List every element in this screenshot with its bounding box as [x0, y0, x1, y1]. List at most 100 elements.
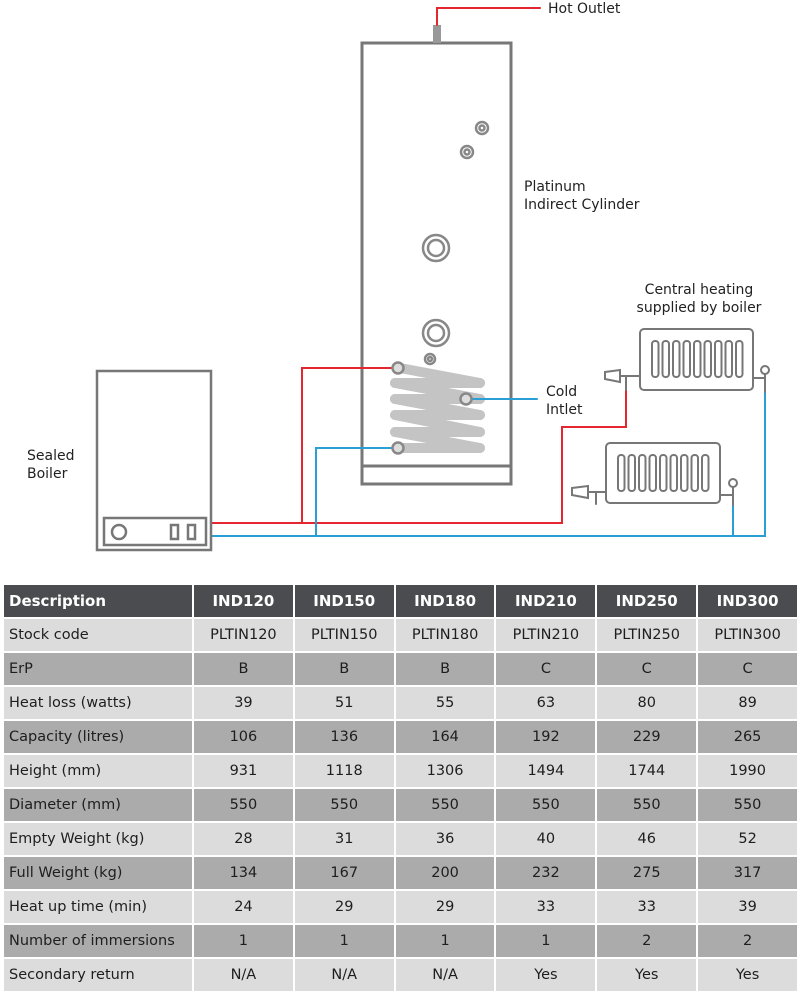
heating-coil	[390, 363, 485, 453]
row-label: ErP	[2, 651, 194, 687]
plumbing-diagram	[95, 7, 770, 552]
radiator-fin	[714, 340, 723, 378]
row-label: Diameter (mm)	[2, 787, 194, 823]
table-cell: 36	[393, 821, 497, 857]
table-cell: 164	[393, 719, 497, 755]
radiator-fin	[651, 340, 660, 378]
table-cell: 39	[192, 685, 295, 721]
radiator-upper	[604, 328, 770, 393]
table-cell: 229	[595, 719, 699, 755]
table-cell: B	[393, 651, 497, 687]
column-header: IND210	[494, 583, 598, 619]
table-cell: 33	[595, 889, 699, 925]
table-cell: 31	[292, 821, 396, 857]
row-label: Heat loss (watts)	[2, 685, 194, 721]
radiator-fin	[638, 454, 647, 492]
column-header: IND120	[192, 583, 295, 619]
cylinder-label-line2: Indirect Cylinder	[524, 197, 640, 213]
row-label: Empty Weight (kg)	[2, 821, 194, 857]
table-cell: 550	[595, 787, 699, 823]
row-label: Number of immersions	[2, 923, 194, 959]
table-cell: N/A	[393, 957, 497, 993]
table-cell: PLTIN150	[292, 617, 396, 653]
cold-pipes	[210, 391, 766, 537]
table-cell: 1744	[595, 753, 699, 789]
table-cell: 265	[696, 719, 799, 755]
table-cell: 51	[292, 685, 396, 721]
cylinder	[360, 25, 513, 486]
column-header: Description	[2, 583, 194, 619]
hot-pipes	[210, 7, 627, 524]
table-cell: PLTIN250	[595, 617, 699, 653]
table-cell: 33	[494, 889, 598, 925]
hot-outlet-label: Hot Outlet	[548, 1, 621, 17]
radiator-fin	[680, 454, 689, 492]
table-cell: 1118	[292, 753, 396, 789]
table-cell: 317	[696, 855, 799, 891]
table-cell: 28	[192, 821, 295, 857]
table-cell: 1306	[393, 753, 497, 789]
boiler-label-line2: Boiler	[27, 466, 68, 482]
table-cell: 200	[393, 855, 497, 891]
radiator-fin	[735, 340, 744, 378]
radiator-fin	[701, 454, 710, 492]
table-cell: 2	[696, 923, 799, 959]
central-heating-label: Central heating supplied by boiler	[624, 281, 774, 317]
table-cell: 550	[494, 787, 598, 823]
cold-inlet-label: Cold Intlet	[546, 383, 582, 419]
table-cell: PLTIN300	[696, 617, 799, 653]
table-cell: 80	[595, 685, 699, 721]
table-cell: 1	[292, 923, 396, 959]
column-header: IND180	[393, 583, 497, 619]
radiator-fin	[648, 454, 657, 492]
column-header: IND250	[595, 583, 699, 619]
table-cell: 89	[696, 685, 799, 721]
table-cell: 2	[595, 923, 699, 959]
table-cell: 550	[696, 787, 799, 823]
row-label: Full Weight (kg)	[2, 855, 194, 891]
table-cell: C	[595, 651, 699, 687]
radiator-fin	[682, 340, 691, 378]
table-cell: 29	[292, 889, 396, 925]
table-cell: 1	[494, 923, 598, 959]
row-label: Height (mm)	[2, 753, 194, 789]
radiator-fin	[669, 454, 678, 492]
table-cell: N/A	[292, 957, 396, 993]
radiator-fin	[693, 340, 702, 378]
table-cell: 167	[292, 855, 396, 891]
column-header: IND300	[696, 583, 799, 619]
row-label: Secondary return	[2, 957, 194, 993]
radiator-lower	[571, 442, 738, 506]
table-cell: PLTIN120	[192, 617, 295, 653]
table-cell: C	[494, 651, 598, 687]
table-cell: 39	[696, 889, 799, 925]
table-cell: Yes	[494, 957, 598, 993]
table-cell: B	[192, 651, 295, 687]
cylinder-label: Platinum Indirect Cylinder	[524, 178, 639, 214]
radiator-fin	[661, 340, 670, 378]
cold-inlet-line1: Cold	[546, 384, 578, 400]
radiator-fin	[627, 454, 636, 492]
table-cell: N/A	[192, 957, 295, 993]
table-cell: 46	[595, 821, 699, 857]
boiler-label: Sealed Boiler	[27, 447, 74, 483]
table-cell: 550	[393, 787, 497, 823]
table-cell: 192	[494, 719, 598, 755]
central-heating-line1: Central heating	[644, 282, 754, 298]
table-cell: 275	[595, 855, 699, 891]
table-cell: PLTIN180	[393, 617, 497, 653]
coil-ports	[391, 361, 473, 455]
table-cell: 136	[292, 719, 396, 755]
row-label: Capacity (litres)	[2, 719, 194, 755]
table-cell: 931	[192, 753, 295, 789]
